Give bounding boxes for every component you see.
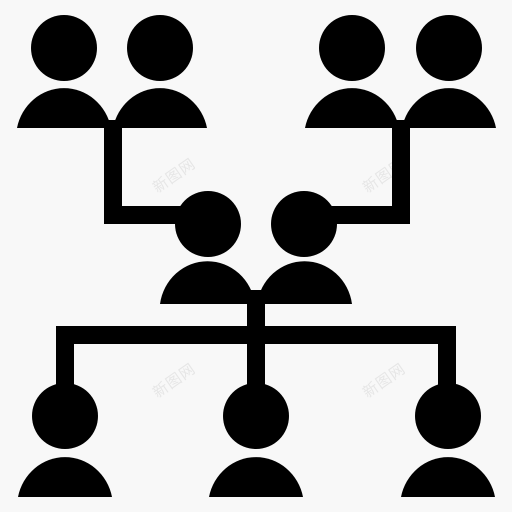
watermark-mid-right: 新图网 <box>359 359 409 401</box>
person-icon <box>160 191 255 304</box>
connector-left-horizontal <box>104 206 194 224</box>
person-icon <box>113 15 207 128</box>
connector-right-vertical <box>392 120 410 224</box>
parents <box>160 191 352 304</box>
connector-child-right-drop <box>438 326 456 386</box>
watermark-mid-left: 新图网 <box>149 359 199 401</box>
connector-left-vertical <box>104 120 122 224</box>
person-icon <box>17 15 111 128</box>
connector-lines <box>56 120 456 390</box>
watermark-top-left: 新图网 <box>149 154 199 196</box>
connector-child-left-drop <box>56 326 74 386</box>
grandparents-left <box>17 15 207 128</box>
person-icon <box>18 383 112 497</box>
person-icon <box>305 15 399 128</box>
connector-right-horizontal <box>320 206 410 224</box>
person-icon <box>257 191 352 304</box>
children <box>18 383 495 497</box>
person-icon <box>402 15 496 128</box>
connector-children-bus <box>56 326 456 344</box>
person-icon <box>401 383 495 497</box>
grandparents-right <box>305 15 496 128</box>
person-icon <box>209 383 303 497</box>
